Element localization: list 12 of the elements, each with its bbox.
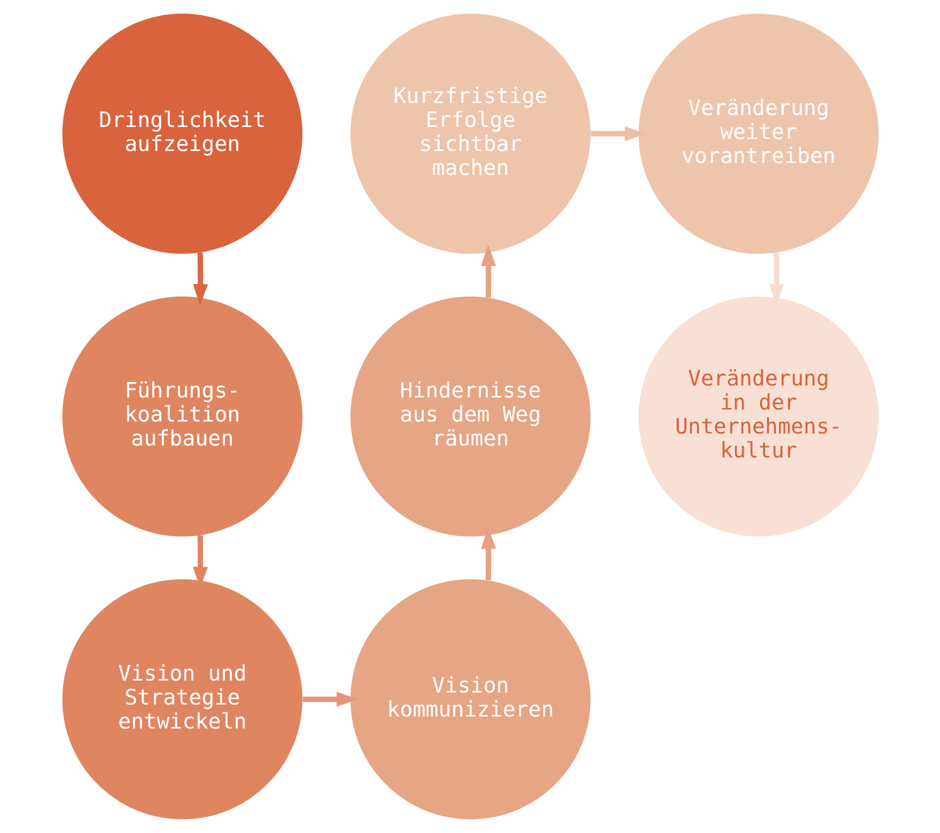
arrow bbox=[302, 692, 358, 707]
node-circle: Vision kommunizieren bbox=[350, 579, 590, 820]
node-circle: Vision und Strategie entwickeln bbox=[62, 579, 302, 820]
arrow bbox=[590, 126, 646, 142]
node-circle: Dringlichkeit aufzeigen bbox=[62, 14, 302, 254]
node-circle: Kurzfristige Erfolge sichtbar machen bbox=[350, 14, 590, 254]
node-circle: Veränderung in der Unternehmens- kultur bbox=[638, 296, 878, 537]
arrow bbox=[480, 244, 496, 298]
arrow bbox=[192, 252, 208, 306]
node-circle: Führungs- koalition aufbauen bbox=[62, 296, 302, 537]
node-circle: Veränderung weiter vorantreiben bbox=[638, 14, 878, 254]
node-circle: Hindernisse aus dem Weg räumen bbox=[350, 296, 590, 537]
